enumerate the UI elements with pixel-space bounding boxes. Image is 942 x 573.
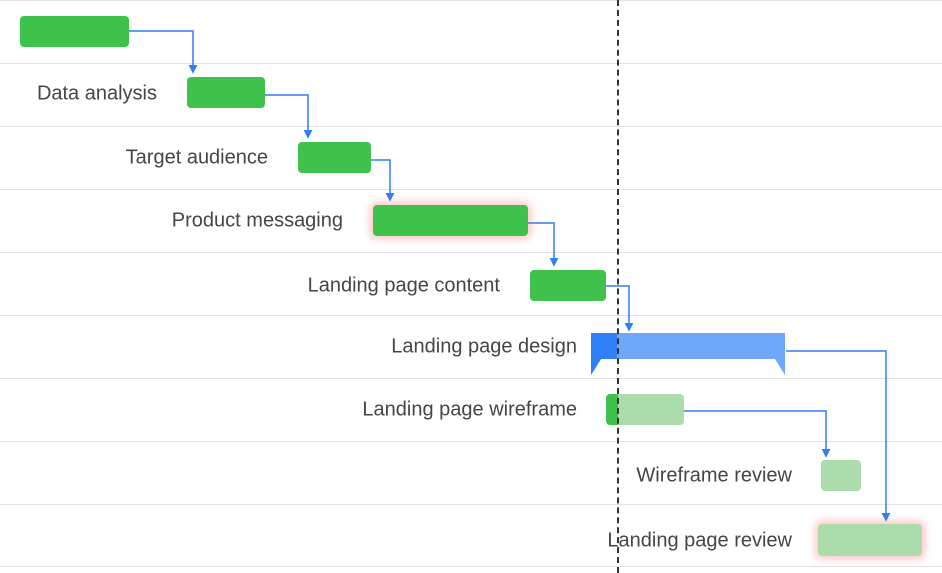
row-separator [0, 378, 942, 379]
task-bar-t4[interactable] [530, 270, 606, 301]
link-t5-t8[interactable] [786, 350, 891, 522]
task-label-t6: Landing page wireframe [362, 398, 577, 421]
link-t0-t1[interactable] [129, 30, 198, 74]
link-t4-t5[interactable] [606, 285, 634, 332]
task-bar-t6[interactable] [606, 394, 684, 425]
row-separator [0, 252, 942, 253]
row-separator [0, 63, 942, 64]
task-bar-t7[interactable] [821, 460, 861, 491]
summary-bar-t5[interactable] [591, 333, 787, 377]
summary-bar-done [591, 333, 617, 375]
task-bar-t1[interactable] [187, 77, 265, 108]
row-separator [0, 504, 942, 505]
task-bar-t2[interactable] [298, 142, 371, 173]
row-separator [0, 441, 942, 442]
summary-bar-pending [591, 333, 785, 375]
task-bar-t3[interactable] [373, 205, 528, 236]
task-bar-t0[interactable] [20, 16, 129, 47]
row-separator [0, 189, 942, 190]
link-t2-t3[interactable] [371, 159, 395, 202]
task-label-t5: Landing page design [391, 335, 577, 358]
task-bar-t8[interactable] [818, 524, 922, 556]
row-separator [0, 0, 942, 1]
link-t1-t2[interactable] [265, 94, 313, 139]
row-separator [0, 566, 942, 567]
row-separator [0, 126, 942, 127]
task-label-t3: Product messaging [171, 209, 343, 232]
link-t6-t7[interactable] [684, 410, 831, 458]
today-marker-line [617, 0, 619, 573]
row-separator [0, 315, 942, 316]
task-label-t8: Landing page review [607, 529, 792, 552]
task-label-t2: Target audience [125, 146, 268, 169]
link-t3-t4[interactable] [528, 222, 559, 267]
task-label-t1: Data analysis [36, 82, 157, 105]
task-label-t4: Landing page content [307, 274, 500, 297]
task-label-t7: Wireframe review [636, 464, 792, 487]
